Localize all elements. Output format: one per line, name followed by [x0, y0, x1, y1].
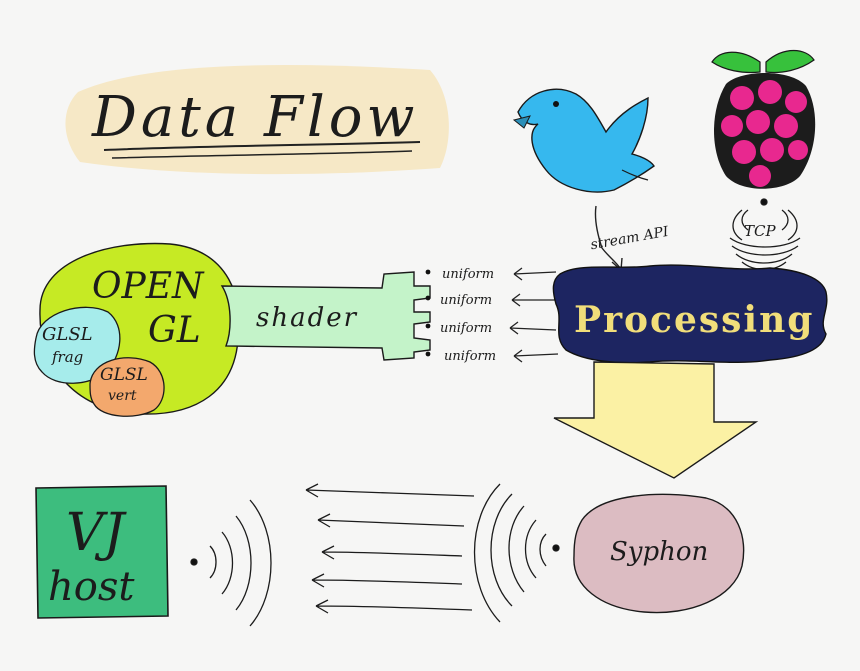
tcp-group: TCP [729, 198, 801, 287]
page-title: Data Flow [91, 85, 418, 150]
stream-api-label: stream API [589, 224, 670, 254]
glsl-frag-line2: frag [51, 348, 83, 366]
processing-node: Processing [552, 264, 828, 364]
opengl-label-line2: GL [148, 310, 201, 351]
processing-label: Processing [574, 299, 814, 341]
vj-host-line2: host [48, 564, 135, 610]
shader-label: shader [256, 303, 358, 333]
vj-host-node: VJ host [35, 485, 169, 619]
uniform-links: uniform uniform uniform uniform [425, 267, 560, 364]
raspberry-pi-icon [711, 49, 816, 189]
uniform-label-1: uniform [442, 267, 494, 282]
uniform-link-3: uniform [425, 321, 557, 336]
glsl-vert-line2: vert [108, 388, 137, 404]
uniform-link-4: uniform [425, 349, 559, 364]
big-down-arrow [553, 361, 759, 479]
title-underline-2 [111, 150, 413, 159]
stream-api-connector: stream API [589, 205, 670, 272]
shader-connector: shader [220, 271, 431, 361]
title-group: Data Flow [65, 64, 449, 175]
syphon-label: Syphon [610, 537, 708, 567]
title-highlight [65, 64, 449, 175]
uniform-link-1: uniform [425, 267, 557, 282]
glsl-frag-line1: GLSL [42, 324, 93, 345]
uniform-link-2: uniform [425, 293, 560, 308]
vj-signal-waves-icon [190, 499, 272, 627]
glsl-vert-line1: GLSL [100, 365, 148, 385]
syphon-signal-waves-icon [474, 483, 560, 623]
glsl-frag-node: GLSL frag [33, 306, 121, 384]
uniform-label-2: uniform [440, 293, 492, 308]
output-arrows [305, 483, 475, 614]
tcp-label: TCP [744, 222, 776, 240]
vj-host-line1: VJ [66, 503, 128, 563]
signal-waves-icon [729, 198, 801, 276]
uniform-label-3: uniform [440, 321, 492, 336]
uniform-label-4: uniform [444, 349, 496, 364]
twitter-bird-icon [512, 88, 655, 193]
glsl-vert-node: GLSL vert [89, 357, 165, 417]
opengl-label-line1: OPEN [92, 266, 205, 307]
syphon-node: Syphon [573, 493, 745, 614]
title-underline [103, 141, 421, 151]
